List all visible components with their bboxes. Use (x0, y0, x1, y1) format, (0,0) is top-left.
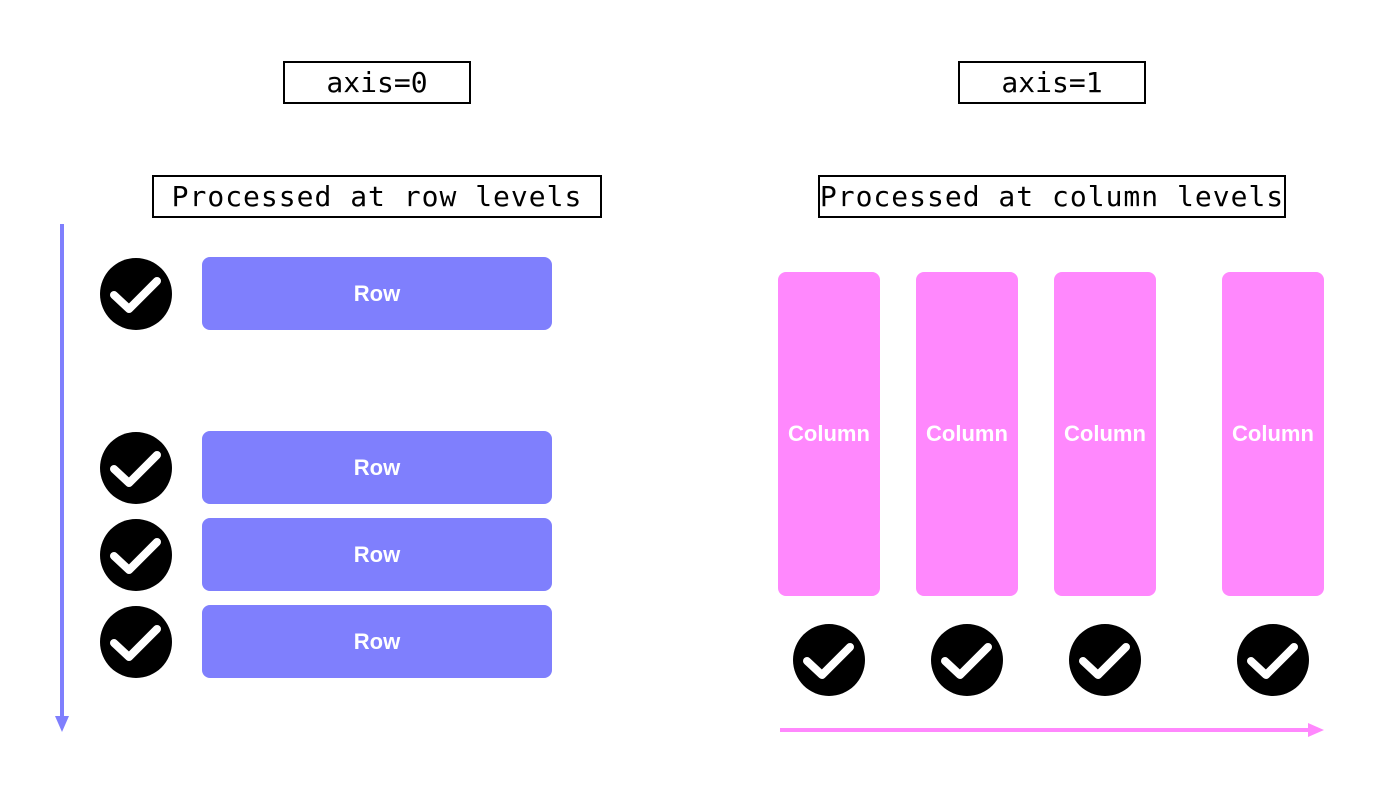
row-bar: Row (202, 431, 552, 504)
checkmark-circle-icon (100, 432, 172, 504)
row-bar: Row (202, 518, 552, 591)
column-bar: Column (1054, 272, 1156, 596)
checkmark-circle-icon (793, 624, 865, 696)
checkmark-circle-icon (100, 258, 172, 330)
column-bar: Column (916, 272, 1018, 596)
checkmark-circle-icon (100, 606, 172, 678)
axis-0-label: axis=0 (283, 61, 471, 104)
row-level-caption: Processed at row levels (152, 175, 602, 218)
column-level-caption: Processed at column levels (818, 175, 1286, 218)
row-bar: Row (202, 605, 552, 678)
checkmark-circle-icon (100, 519, 172, 591)
column-bar: Column (1222, 272, 1324, 596)
checkmark-circle-icon (931, 624, 1003, 696)
column-bar: Column (778, 272, 880, 596)
axis-1-label: axis=1 (958, 61, 1146, 104)
checkmark-circle-icon (1069, 624, 1141, 696)
row-bar: Row (202, 257, 552, 330)
checkmark-circle-icon (1237, 624, 1309, 696)
